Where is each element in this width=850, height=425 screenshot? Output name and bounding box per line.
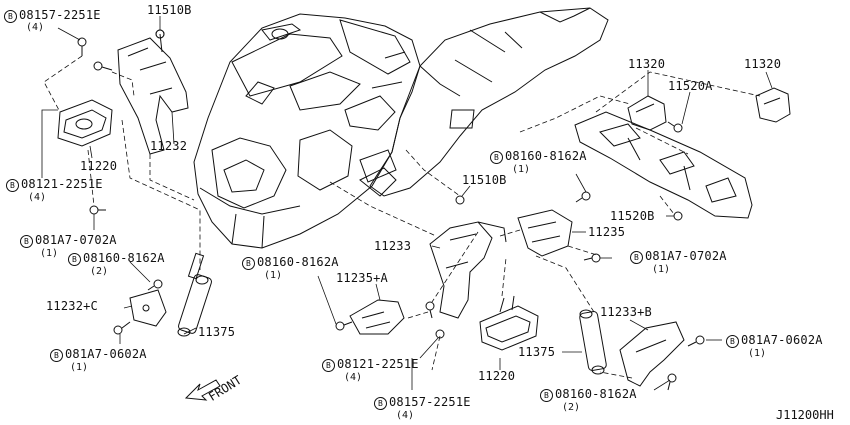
mount-11320-b	[755, 87, 791, 123]
transmission	[359, 7, 609, 197]
bracket-11235-a	[349, 299, 405, 335]
bracket-11233	[429, 221, 507, 319]
callout-qty: (1)	[748, 348, 767, 359]
bracket-11235	[517, 209, 573, 257]
callout-11510b-center: 11510B	[462, 173, 507, 187]
callout-qty: (2)	[90, 266, 109, 277]
callout-qty: (1)	[264, 270, 283, 281]
callout-11375: 11375	[198, 325, 236, 339]
callout-11235-a: 11235+A	[336, 271, 388, 285]
assembly-dashed-lines	[43, 55, 761, 379]
callout-qty: (4)	[344, 372, 363, 383]
callout-11232: 11232	[150, 139, 188, 153]
callout-qty: (1)	[652, 264, 671, 275]
callout-11510b: 11510B	[147, 3, 192, 17]
callout-qty: (2)	[562, 402, 581, 413]
insulator-11220	[57, 99, 113, 147]
callout-11320: 11320	[628, 57, 666, 71]
callout-qty: (4)	[396, 410, 415, 421]
front-arrow-icon	[184, 379, 221, 401]
bracket-11232-c	[129, 289, 167, 327]
callout-11232-c: 11232+C	[46, 299, 98, 313]
callout-qty: (1)	[70, 362, 89, 373]
callout-11220: 11220	[80, 159, 118, 173]
callout-qty: (1)	[40, 248, 59, 259]
mount-11320	[627, 95, 667, 131]
insulator-11220-center	[479, 295, 539, 351]
diagram-code: J11200HH	[776, 408, 834, 422]
shock-absorber-right	[579, 309, 607, 375]
callout-qty: (4)	[26, 22, 45, 33]
callout-11520a: 11520A	[668, 79, 713, 93]
bracket-11232	[117, 33, 189, 155]
engine-block	[193, 13, 421, 249]
bracket-11233-b	[619, 321, 685, 387]
shock-absorber-left	[177, 252, 212, 337]
crossmember	[574, 111, 753, 219]
callout-11235: 11235	[588, 225, 626, 239]
callout-qty: (4)	[28, 192, 47, 203]
callout-11520b: 11520B	[610, 209, 655, 223]
callout-11220-center: 11220	[478, 369, 516, 383]
leader-lines	[41, 16, 773, 391]
callout-11375-right: 11375	[518, 345, 556, 359]
callout-11233-b: 11233+B	[600, 305, 652, 319]
callout-qty: (1)	[512, 164, 531, 175]
callout-11233: 11233	[374, 239, 412, 253]
callout-11320-b: 11320	[744, 57, 782, 71]
